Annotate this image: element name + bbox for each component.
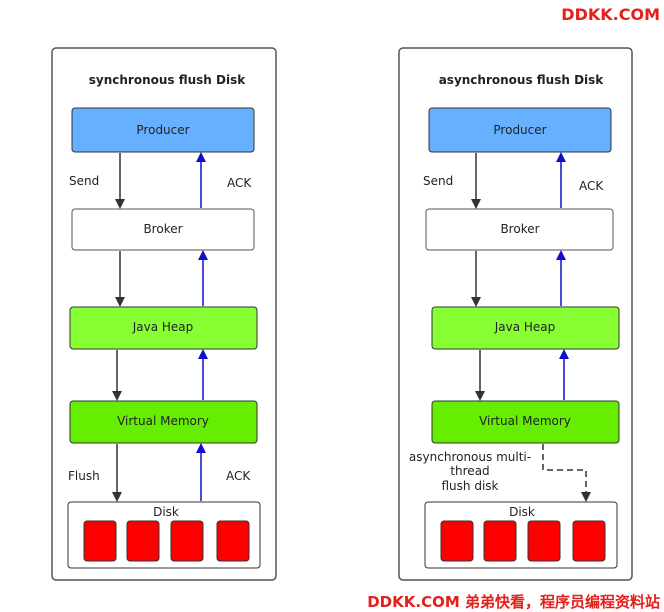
sync-ack-label-top: ACK [227,176,252,190]
sync-producer-box [71,107,255,153]
sync-disk-block-1 [83,520,117,562]
watermark-bottom: DDKK.COM 弟弟快看，程序员编程资料站 [367,593,660,611]
sync-send-label: Send [69,174,99,188]
watermark-top: DDKK.COM [561,5,660,24]
sync-disk-block-2 [126,520,160,562]
async-producer-box [428,107,612,153]
async-java-heap-label: Java Heap [494,320,556,334]
async-virtual-memory-label: Virtual Memory [479,414,571,428]
async-disk-block-4 [572,520,606,562]
async-flush-label-line-2: thread [450,464,489,478]
async-disk-block-1 [440,520,474,562]
sync-flush-label: Flush [68,469,100,483]
async-disk-label: Disk [509,505,535,519]
sync-java-heap-label: Java Heap [132,320,194,334]
sync-virtual-memory-label: Virtual Memory [117,414,209,428]
async-disk-block-2 [483,520,517,562]
async-flush-label-line-1: asynchronous multi- [409,450,531,464]
sync-java-heap-box [69,306,258,350]
async-send-label: Send [423,174,453,188]
async-broker-box [425,208,614,251]
async-flush-dashed-arrow [542,444,591,502]
sync-virtual-memory-box [69,400,258,444]
async-disk-block-3 [527,520,561,562]
sync-flush-panel: synchronous flush Disk Producer Broker J… [51,47,277,581]
async-java-heap-box [431,306,620,350]
sync-disk-label: Disk [153,505,179,519]
async-producer-label: Producer [493,123,546,137]
sync-producer-label: Producer [136,123,189,137]
sync-ack-label-bottom: ACK [226,469,251,483]
async-flush-label-line-3: flush disk [442,479,499,493]
async-virtual-memory-box [431,400,620,444]
async-flush-panel: asynchronous flush Disk Producer Broker … [398,47,633,581]
async-panel-title: asynchronous flush Disk [439,73,605,87]
sync-disk-block-3 [170,520,204,562]
sync-broker-box [71,208,255,251]
sync-disk-block-4 [216,520,250,562]
sync-panel-title: synchronous flush Disk [89,73,246,87]
sync-broker-label: Broker [143,222,182,236]
async-ack-label: ACK [579,179,604,193]
async-broker-label: Broker [500,222,539,236]
